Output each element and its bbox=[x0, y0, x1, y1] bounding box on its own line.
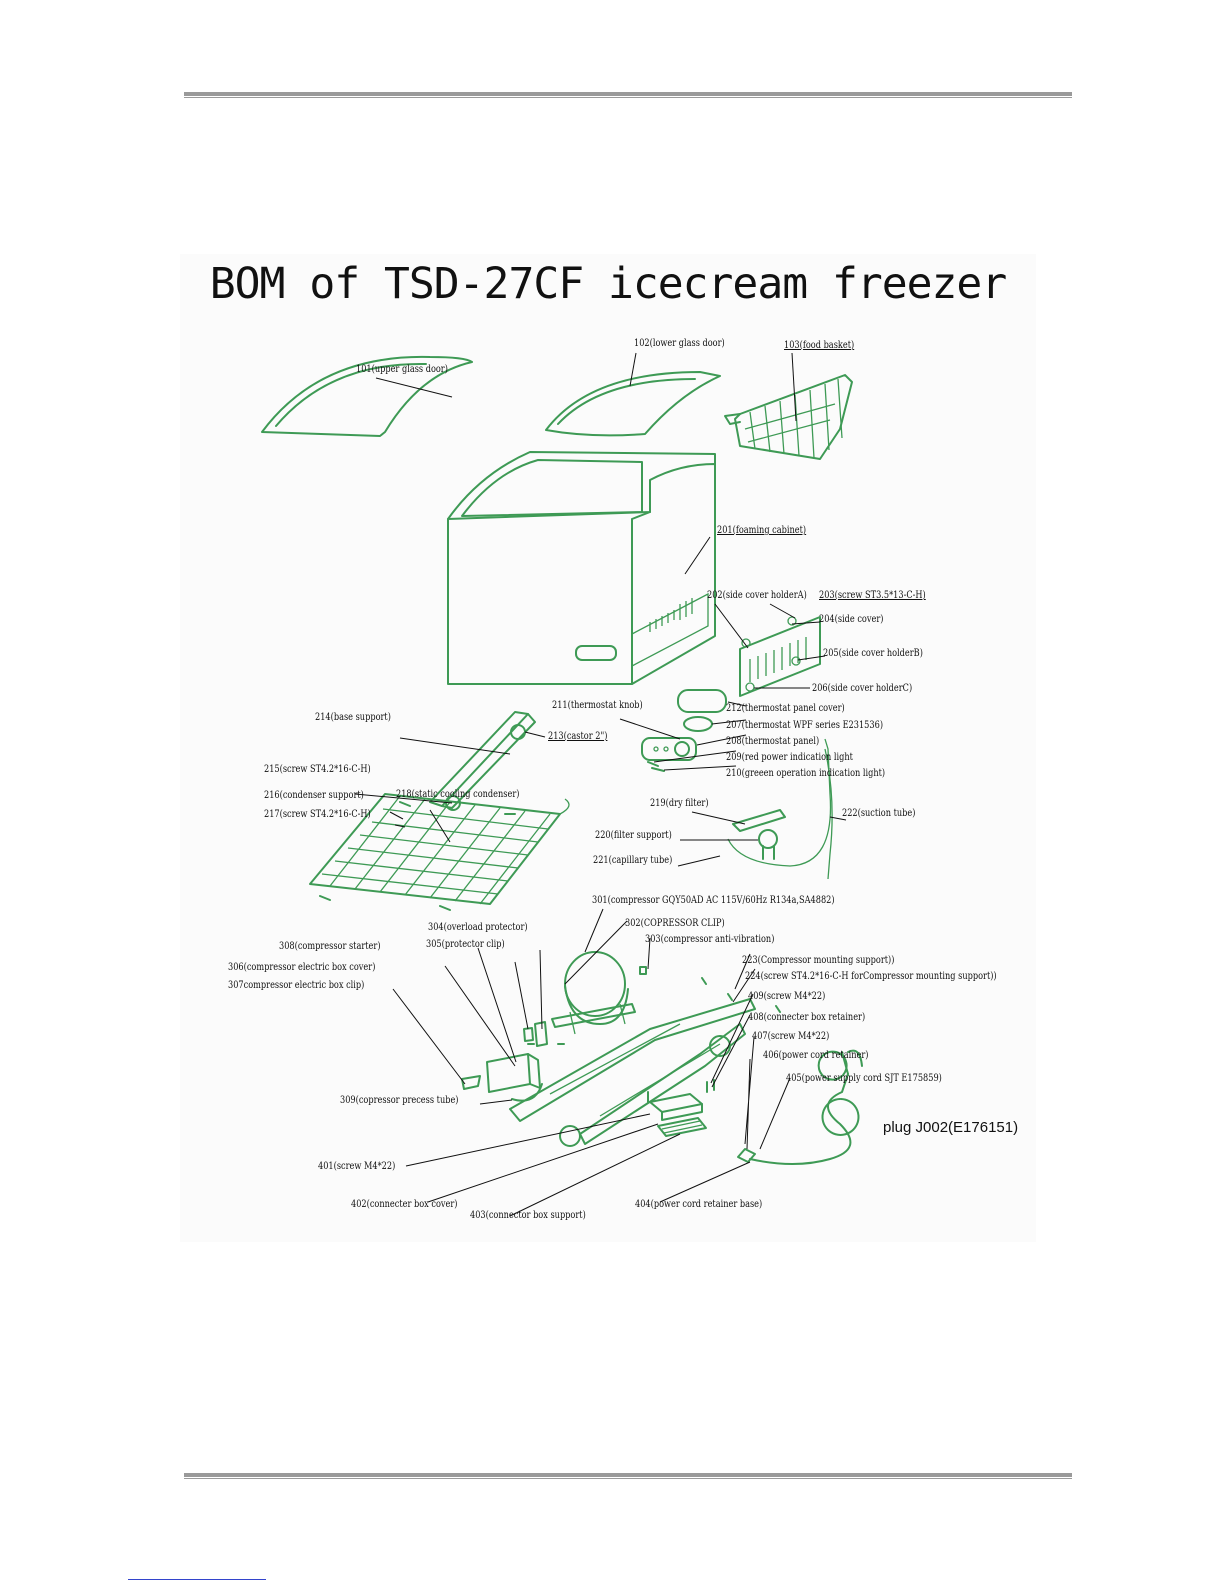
part-309-process-tube bbox=[511, 1083, 543, 1102]
label-102: 102(lower glass door) bbox=[634, 337, 725, 349]
label-409: 409(screw M4*22) bbox=[748, 990, 826, 1002]
label-221: 221(capillary tube) bbox=[593, 854, 673, 866]
part-209-210-indicator-lights bbox=[647, 761, 665, 772]
label-408: 408(connecter box retainer) bbox=[748, 1011, 866, 1023]
label-401: 401(screw M4*22) bbox=[318, 1160, 396, 1172]
exploded-parts-diagram: BOM of TSD-27CF icecream freezer bbox=[180, 254, 1036, 1242]
part-212-thermostat-panel-cover bbox=[677, 689, 727, 713]
label-216: 216(condenser support) bbox=[264, 789, 364, 801]
label-203: 203(screw ST3.5*13-C-H) bbox=[819, 589, 926, 601]
label-407: 407(screw M4*22) bbox=[752, 1030, 830, 1042]
footer-rule bbox=[184, 1473, 1072, 1479]
label-214: 214(base support) bbox=[315, 711, 391, 723]
label-210: 210(greeen operation indication light) bbox=[726, 767, 886, 779]
label-201: 201(foaming cabinet) bbox=[717, 524, 807, 536]
label-215: 215(screw ST4.2*16-C-H) bbox=[264, 763, 371, 775]
footer-link-underline bbox=[128, 1579, 266, 1580]
label-309: 309(copressor precess tube) bbox=[340, 1094, 459, 1106]
label-213: 213(castor 2") bbox=[548, 730, 608, 742]
part-101-upper-glass-door bbox=[261, 355, 473, 437]
label-224: 224(screw ST4.2*16-C-H forCompressor mou… bbox=[745, 970, 997, 982]
part-201-foaming-cabinet bbox=[447, 451, 716, 685]
label-103: 103(food basket) bbox=[784, 339, 855, 351]
label-plug: plug J002(E176151) bbox=[883, 1119, 1019, 1136]
label-219: 219(dry filter) bbox=[650, 797, 709, 809]
part-223-mounting-support bbox=[509, 977, 781, 1147]
label-212: 212(thermostat panel cover) bbox=[726, 702, 845, 714]
header-rule bbox=[184, 92, 1072, 98]
part-102-lower-glass-door bbox=[545, 371, 721, 437]
label-223: 223(Compressor mounting support)) bbox=[742, 954, 895, 966]
label-406: 406(power cord retainer) bbox=[763, 1049, 869, 1061]
label-402: 402(connecter box cover) bbox=[351, 1198, 458, 1210]
part-306-electric-box-cover bbox=[461, 1053, 541, 1093]
label-404: 404(power cord retainer base) bbox=[635, 1198, 763, 1210]
label-208: 208(thermostat panel) bbox=[726, 735, 820, 747]
label-220: 220(filter support) bbox=[595, 829, 672, 841]
label-207: 207(thermostat WPF series E231536) bbox=[726, 719, 884, 731]
part-219-222-filter-and-tubes bbox=[727, 738, 833, 880]
label-209: 209(red power indication light bbox=[726, 751, 853, 763]
label-304: 304(overload protector) bbox=[428, 921, 528, 933]
label-305: 305(protector clip) bbox=[426, 938, 505, 950]
part-103-food-basket bbox=[724, 374, 853, 460]
label-202: 202(side cover holderA) bbox=[707, 589, 807, 601]
diagram-artwork bbox=[261, 352, 863, 1217]
label-217: 217(screw ST4.2*16-C-H) bbox=[264, 808, 371, 820]
part-204-side-cover bbox=[739, 616, 821, 697]
leader-lines bbox=[354, 352, 847, 1217]
label-307: 307compressor electric box clip) bbox=[228, 979, 365, 991]
label-302: 302(COPRESSOR CLIP) bbox=[625, 917, 725, 929]
label-403: 403(connector box support) bbox=[470, 1209, 586, 1221]
label-101: 101(upper glass door) bbox=[356, 363, 448, 375]
label-306: 306(compressor electric box cover) bbox=[228, 961, 376, 973]
label-206: 206(side cover holderC) bbox=[812, 682, 913, 694]
part-218-static-cooling-condenser bbox=[309, 793, 570, 911]
label-303: 303(compressor anti-vibration) bbox=[645, 933, 775, 945]
part-405-power-supply-cord bbox=[749, 1049, 863, 1165]
label-308: 308(compressor starter) bbox=[279, 940, 381, 952]
part-303-anti-vibration bbox=[527, 966, 647, 1045]
label-218: 218(static cooling condenser) bbox=[396, 788, 520, 800]
label-204: 204(side cover) bbox=[819, 613, 884, 625]
label-301: 301(compressor GQY50AD AC 115V/60Hz R134… bbox=[592, 894, 835, 906]
label-211: 211(thermostat knob) bbox=[552, 699, 643, 711]
label-222: 222(suction tube) bbox=[842, 807, 916, 819]
label-205: 205(side cover holderB) bbox=[823, 647, 923, 659]
part-301-compressor bbox=[551, 951, 636, 1035]
label-405: 405(power supply cord SJT E175859) bbox=[786, 1072, 942, 1084]
part-402-connector-box bbox=[647, 1079, 756, 1163]
diagram-title: BOM of TSD-27CF icecream freezer bbox=[209, 259, 1007, 309]
